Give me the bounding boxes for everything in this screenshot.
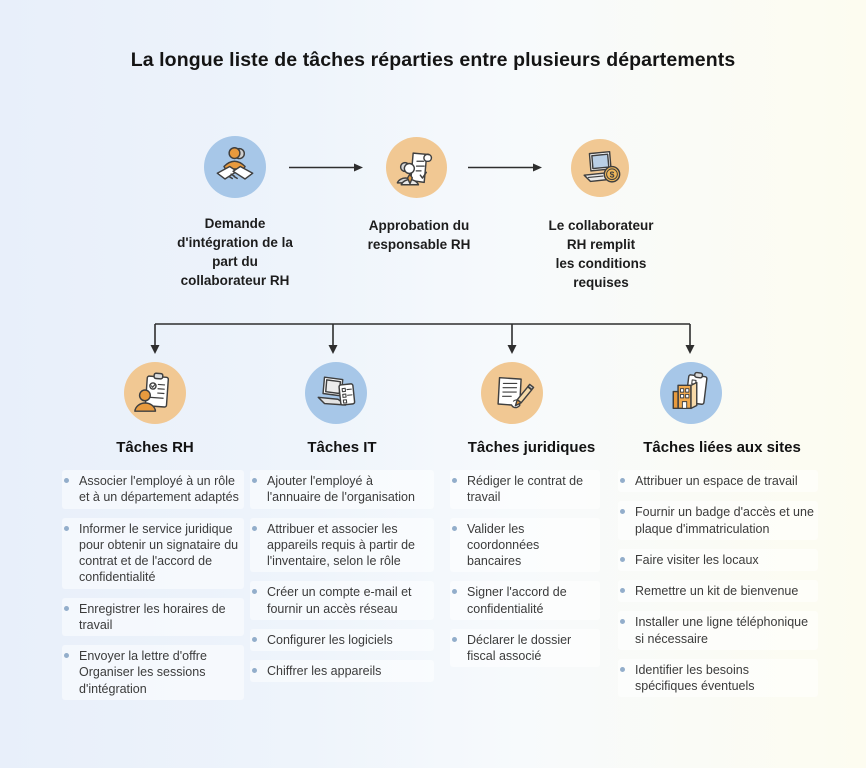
flow-step-3-label: Le collaborateur RH remplit les conditio… [548, 218, 654, 291]
task-item: Informer le service juridique pour obten… [62, 517, 244, 589]
column-rh-title: Tâches RH [116, 439, 194, 456]
dollar-symbol: $ [610, 170, 615, 180]
bullet-dot [620, 588, 625, 593]
task-text: Rédiger le contrat de travail [467, 474, 584, 505]
building-clipboard-icon [672, 371, 708, 410]
task-text: Installer une ligne téléphonique si néce… [635, 615, 809, 646]
page-title: La longue liste de tâches réparties entr… [130, 49, 736, 71]
flow-step-2-circle [386, 137, 447, 198]
task-item: Installer une ligne téléphonique si néce… [618, 611, 818, 650]
handshake-icon [216, 147, 254, 180]
flow-arrow-2 [468, 163, 542, 172]
bullet-dot [620, 509, 625, 515]
task-text: Informer le service juridique pour obten… [79, 521, 239, 585]
task-text: Enregistrer les horaires de travail [79, 601, 226, 632]
task-item: Créer un compte e-mail et fournir un acc… [250, 581, 434, 620]
bullet-dot [620, 619, 625, 625]
task-item: Chiffrer les appareils [250, 660, 434, 683]
flow-step-1-circle [204, 136, 266, 198]
task-item: Envoyer la lettre d'offre Organiser les … [62, 645, 244, 700]
task-text: Créer un compte e-mail et fournir un acc… [267, 585, 412, 616]
bullet-dot [64, 653, 69, 658]
bullet-dot [252, 668, 257, 673]
task-text: Ajouter l'employé à l'annuaire de l'orga… [267, 474, 415, 505]
flow-step-2-label: Approbation du responsable RH [367, 218, 471, 253]
task-text: Attribuer et associer les appareils requ… [267, 521, 415, 569]
task-text: Fournir un badge d'accès et une plaque d… [635, 505, 814, 536]
bullet-dot [452, 636, 457, 642]
bullet-dot [620, 478, 625, 483]
task-item: Attribuer un espace de travail [618, 470, 818, 493]
laptop-money-icon: $ [583, 150, 621, 183]
juridique-task-list: Rédiger le contrat de travail Valider le… [450, 470, 600, 676]
task-item: Fournir un badge d'accès et une plaque d… [618, 501, 818, 540]
bullet-dot [252, 525, 257, 531]
task-item: Rédiger le contrat de travail [450, 470, 600, 509]
column-juridique-title: Tâches juridiques [467, 439, 596, 456]
column-sites-circle [660, 362, 722, 424]
bullet-dot [64, 478, 69, 483]
task-text: Configurer les logiciels [267, 632, 393, 647]
task-text: Remettre un kit de bienvenue [635, 584, 799, 598]
bullet-dot [620, 666, 625, 672]
task-item: Déclarer le dossier fiscal associé [450, 628, 600, 668]
task-text: Attribuer un espace de travail [635, 474, 798, 488]
task-item: Attribuer et associer les appareils requ… [250, 517, 434, 573]
laptop-checklist-icon [317, 376, 356, 406]
task-item: Associer l'employé à un rôle et à un dép… [62, 470, 244, 509]
it-task-list: Ajouter l'employé à l'annuaire de l'orga… [250, 470, 434, 691]
task-item: Remettre un kit de bienvenue [618, 580, 818, 603]
task-text: Identifier les besoins spécifiques évent… [635, 662, 755, 693]
bullet-dot [252, 589, 257, 595]
flow-step-3-circle: $ [571, 139, 629, 197]
flow-step-1-label: Demande d'intégration de la part du coll… [177, 216, 293, 289]
bullet-dot [452, 525, 457, 531]
bullet-dot [252, 636, 257, 642]
bullet-dot [252, 478, 257, 483]
document-approval-icon [396, 151, 432, 185]
task-text: Signer l'accord de confidentialité [467, 585, 567, 616]
task-item: Signer l'accord de confidentialité [450, 581, 600, 620]
task-text: Valider les coordonnées bancaires [467, 521, 540, 569]
sites-task-list: Attribuer un espace de travail Fournir u… [618, 470, 818, 706]
task-text: Faire visiter les locaux [635, 552, 759, 567]
bullet-dot [452, 478, 457, 483]
task-text: Déclarer le dossier fiscal associé [467, 632, 572, 663]
flow-arrow-1 [289, 163, 363, 172]
task-item: Enregistrer les horaires de travail [62, 597, 244, 636]
task-text: Envoyer la lettre d'offre Organiser les … [79, 649, 207, 696]
column-rh-circle [124, 362, 186, 424]
contract-pencil-icon [497, 376, 535, 409]
task-item: Valider les coordonnées bancaires [450, 517, 600, 573]
task-item: Faire visiter les locaux [618, 548, 818, 571]
column-sites-title: Tâches liées aux sites [643, 439, 801, 456]
column-juridique-circle [481, 362, 543, 424]
task-text: Chiffrer les appareils [267, 664, 382, 678]
bullet-dot [64, 525, 69, 531]
rh-task-list: Associer l'employé à un rôle et à un dép… [62, 470, 244, 709]
branch-connector [150, 323, 695, 354]
bullet-dot [620, 556, 625, 562]
clipboard-person-icon [134, 372, 170, 412]
bullet-dot [452, 589, 457, 595]
task-item: Identifier les besoins spécifiques évent… [618, 658, 818, 698]
task-text: Associer l'employé à un rôle et à un dép… [79, 474, 239, 505]
bullet-dot [64, 605, 69, 611]
task-item: Configurer les logiciels [250, 628, 434, 651]
column-it-circle [305, 362, 367, 424]
task-item: Ajouter l'employé à l'annuaire de l'orga… [250, 470, 434, 509]
column-it-title: Tâches IT [307, 439, 377, 456]
